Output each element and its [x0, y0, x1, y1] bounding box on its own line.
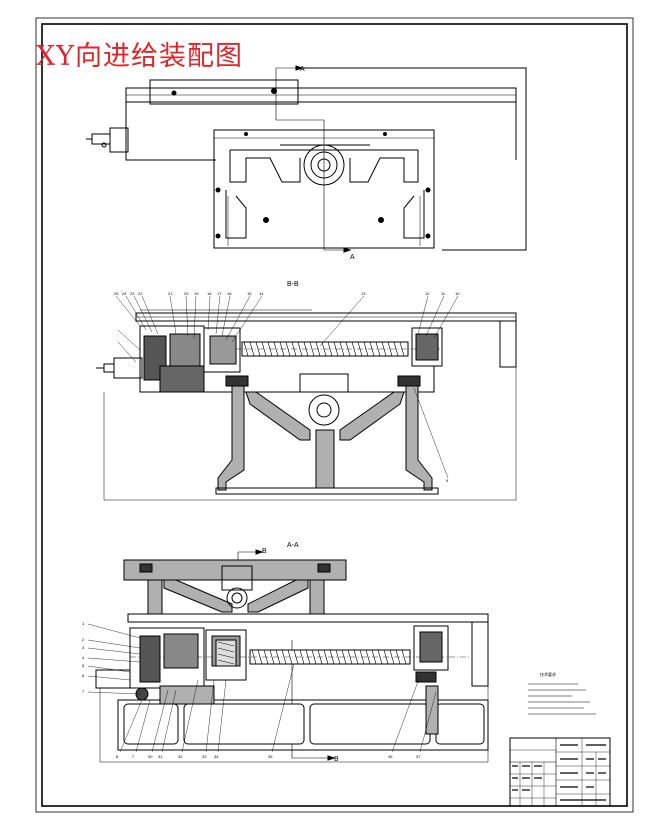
bb-callout-number: 23 — [130, 291, 135, 296]
section-aa — [87, 549, 489, 763]
aa-callout-number: 4 — [82, 655, 85, 660]
bb-callout-number: 9 — [446, 478, 449, 483]
aa-callout-number: 7 — [132, 754, 135, 759]
aa-callout-number: 5 — [82, 663, 85, 668]
aa-callout-number: 6 — [82, 673, 85, 678]
bb-callout-number: 14 — [259, 291, 264, 296]
technical-notes — [528, 683, 596, 715]
section-marker-a-bottom: A — [350, 254, 355, 261]
bb-callout-number: 11 — [441, 291, 446, 296]
bb-callout-number: 18 — [207, 291, 212, 296]
bb-callout-number: 20 — [184, 291, 189, 296]
bb-callout-number: 12 — [425, 291, 430, 296]
title-block — [509, 737, 611, 807]
aa-callout-number: 37 — [416, 754, 421, 759]
bb-callout-number: 22 — [138, 291, 143, 296]
section-marker-b-bottom: B — [334, 756, 339, 763]
aa-callout-number: 31 — [158, 754, 163, 759]
view-label-aa: A-A — [287, 542, 299, 549]
drawing-title: XY向进给装配图 — [36, 41, 244, 72]
bb-callout-number: 13 — [361, 291, 366, 296]
bb-callout-number: 17 — [217, 291, 222, 296]
aa-callout-number: 2 — [82, 637, 85, 642]
aa-callout-number: 36 — [388, 754, 393, 759]
aa-callout-number: 34 — [214, 754, 219, 759]
aa-callout-number: 30 — [148, 754, 153, 759]
bb-callout-number: 19 — [194, 291, 199, 296]
bb-callout-number: 25 — [114, 291, 119, 296]
aa-callout-number: 33 — [202, 754, 207, 759]
aa-callout-number: 1 — [82, 621, 85, 626]
view-label-bb: B-B — [287, 281, 299, 288]
bb-callout-number: 15 — [247, 291, 252, 296]
section-bb — [96, 295, 517, 501]
aa-callout-number: 32 — [178, 754, 183, 759]
aa-callout-number: 3 — [82, 645, 85, 650]
technical-notes-heading: 技术要求 — [540, 671, 556, 677]
bb-callout-number: 10 — [455, 291, 460, 296]
top-view — [86, 65, 527, 253]
section-marker-b-top: B — [262, 548, 267, 555]
outer-border — [35, 17, 634, 813]
aa-callout-number: 8 — [116, 754, 119, 759]
inner-border — [41, 23, 628, 807]
aa-callout-number: 35 — [268, 754, 273, 759]
bb-callout-number: 24 — [122, 291, 127, 296]
aa-callout-number: 7 — [82, 689, 85, 694]
bb-callout-number: 16 — [227, 291, 232, 296]
bb-callout-number: 21 — [168, 291, 173, 296]
section-marker-a-top: A — [300, 66, 305, 73]
